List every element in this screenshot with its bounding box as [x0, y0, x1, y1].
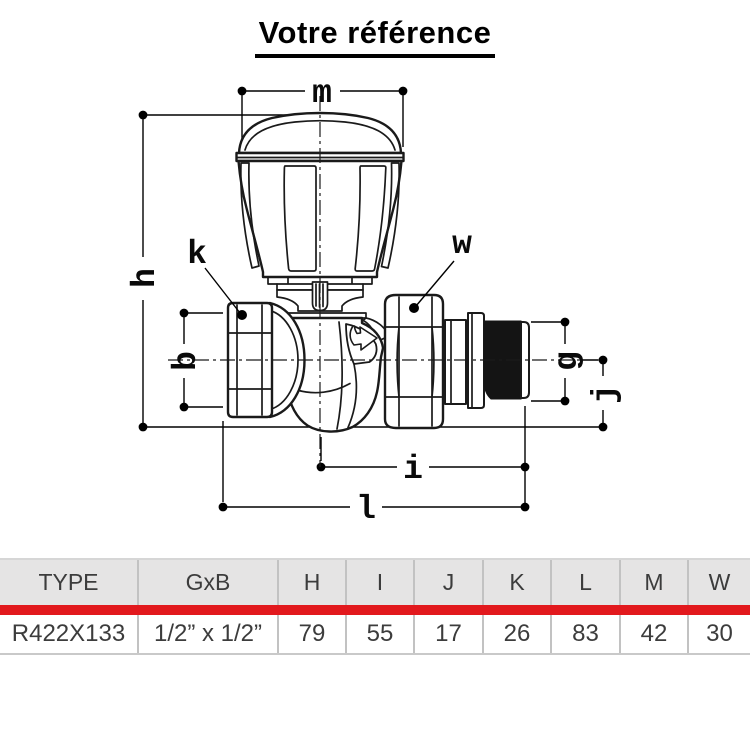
col-header-m: M: [619, 560, 687, 605]
cell-k: 26: [482, 615, 550, 653]
label-j: j: [587, 384, 624, 404]
col-header-gxb: GxB: [137, 560, 277, 605]
spec-table-header-row: TYPE GxB H I J K L M W: [0, 560, 750, 605]
label-g: g: [549, 351, 586, 371]
col-header-w: W: [687, 560, 750, 605]
label-h: h: [127, 268, 164, 288]
table-accent-bar: [0, 605, 750, 615]
label-l: l: [356, 491, 376, 528]
spec-table: TYPE GxB H I J K L M W R422X133 1/2” x 1…: [0, 558, 750, 655]
col-header-h: H: [277, 560, 345, 605]
col-header-k: K: [482, 560, 550, 605]
dimension-labels: m h k w b g j i l: [127, 75, 624, 528]
col-header-type: TYPE: [38, 569, 99, 595]
col-header-i: I: [345, 560, 413, 605]
label-w: w: [452, 226, 472, 263]
valve-technical-drawing: m h k w b g j i l: [127, 75, 624, 528]
leader-lines: [204, 260, 455, 320]
cell-i: 55: [345, 615, 413, 653]
label-k: k: [187, 236, 207, 273]
dimension-lines: [138, 86, 608, 512]
page-title-text: Votre référence: [254, 15, 496, 58]
valve-central-body: [282, 316, 385, 433]
flow-arrow: [349, 325, 378, 351]
thread-band: [483, 320, 522, 400]
cell-h: 79: [277, 615, 345, 653]
valve-body-group: [226, 111, 530, 433]
union-nut: [383, 293, 445, 430]
cell-l: 83: [550, 615, 619, 653]
cell-gxb: 1/2” x 1/2”: [137, 615, 277, 653]
cell-m: 42: [619, 615, 687, 653]
label-m: m: [312, 75, 332, 112]
cell-w: 30: [687, 615, 750, 653]
label-b: b: [168, 351, 205, 371]
spec-table-data-row: R422X133 1/2” x 1/2” 79 55 17 26 83 42 3…: [0, 615, 750, 655]
col-header-l: L: [550, 560, 619, 605]
page-title: Votre référence: [0, 14, 750, 58]
label-i: i: [403, 451, 423, 488]
cell-type: R422X133: [11, 620, 126, 647]
centerlines: [168, 96, 600, 467]
col-header-j: J: [413, 560, 482, 605]
cell-j: 17: [413, 615, 482, 653]
